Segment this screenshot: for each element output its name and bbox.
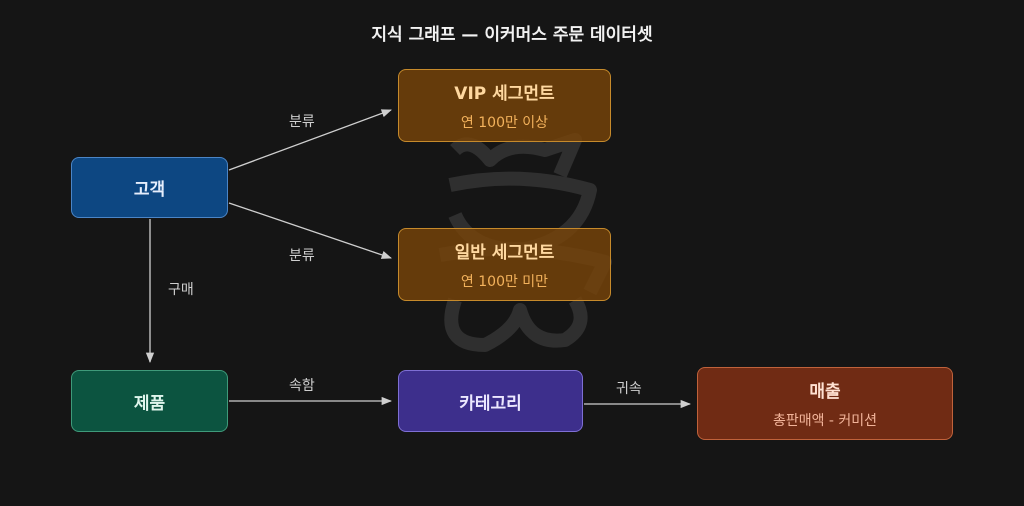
edge-label-product-category: 속함 <box>289 378 315 394</box>
node-vip-segment-sub: 연 100만 이상 <box>460 115 549 131</box>
node-normal-segment-sub: 연 100만 미만 <box>460 274 549 290</box>
node-normal-segment[interactable]: 일반 세그먼트 연 100만 미만 <box>398 228 611 301</box>
node-customer[interactable]: 고객 <box>71 157 228 218</box>
diagram-title: 지식 그래프 — 이커머스 주문 데이터셋 <box>371 25 653 45</box>
edge-label-category-sales: 귀속 <box>616 381 642 397</box>
node-sales-sub: 총판매액 - 커미션 <box>772 413 878 429</box>
node-product-label: 제품 <box>133 393 166 414</box>
node-sales-label: 매출 <box>809 382 841 402</box>
edge-customer-normal <box>228 202 392 259</box>
node-sales[interactable]: 매출 총판매액 - 커미션 <box>697 367 953 440</box>
node-product[interactable]: 제품 <box>71 370 228 432</box>
edge-label-customer-product: 구매 <box>168 282 194 298</box>
node-category[interactable]: 카테고리 <box>398 370 583 432</box>
node-vip-segment[interactable]: VIP 세그먼트 연 100만 이상 <box>398 69 611 142</box>
edge-label-customer-vip: 분류 <box>289 114 315 130</box>
node-vip-segment-label: VIP 세그먼트 <box>454 84 555 104</box>
node-customer-label: 고객 <box>133 180 166 200</box>
edge-customer-vip <box>228 109 392 171</box>
node-normal-segment-label: 일반 세그먼트 <box>454 243 555 263</box>
edge-label-customer-normal: 분류 <box>289 248 315 264</box>
node-category-label: 카테고리 <box>459 393 522 414</box>
